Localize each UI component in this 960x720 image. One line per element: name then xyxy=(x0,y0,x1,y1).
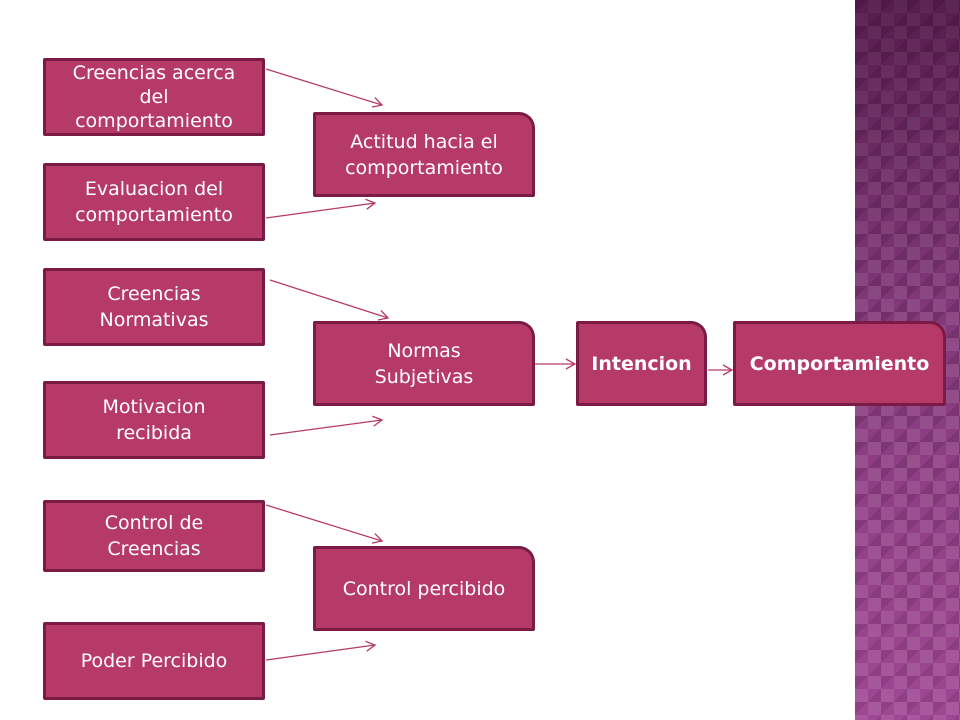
box-control-creencias: Control de Creencias xyxy=(43,500,265,572)
box-creencias-comportamiento: Creencias acerca del comportamiento xyxy=(43,58,265,136)
arrow-poder-to-control xyxy=(265,640,377,661)
box-actitud: Actitud hacia el comportamiento xyxy=(313,112,535,197)
arrow-motivacion-to-normas xyxy=(269,415,384,436)
box-creencias-normativas: Creencias Normativas xyxy=(43,268,265,346)
box-normas-subjetivas: Normas Subjetivas xyxy=(313,321,535,406)
arrow-normativas-to-normas xyxy=(269,279,390,321)
arrow-creencias-to-actitud xyxy=(265,68,384,108)
box-poder-percibido: Poder Percibido xyxy=(43,622,265,700)
box-intencion: Intencion xyxy=(576,321,707,406)
box-evaluacion-comportamiento: Evaluacion del comportamiento xyxy=(43,163,265,241)
box-motivacion-recibida: Motivacion recibida xyxy=(43,381,265,459)
arrow-control-creencias-to-control xyxy=(265,504,384,544)
arrow-evaluacion-to-actitud xyxy=(265,198,377,219)
box-control-percibido: Control percibido xyxy=(313,546,535,631)
box-comportamiento: Comportamiento xyxy=(733,321,946,406)
